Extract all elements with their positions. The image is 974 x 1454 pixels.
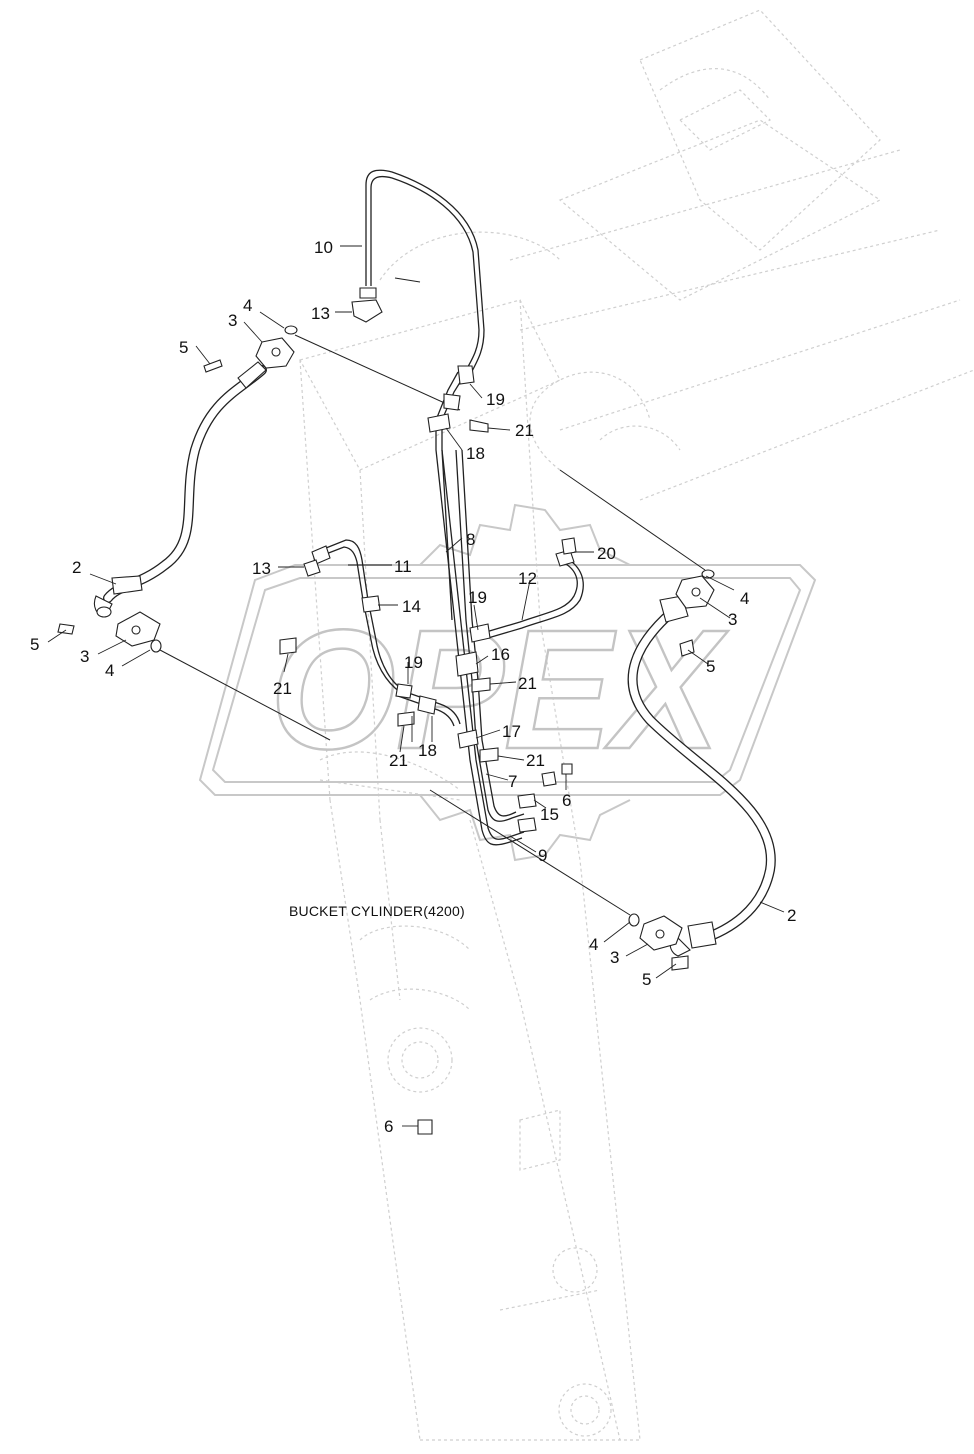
o-ring (628, 913, 640, 927)
callout-4: 4 (740, 589, 749, 608)
callout-13: 13 (311, 304, 330, 323)
callout-6: 6 (562, 791, 571, 810)
plug (417, 1119, 433, 1135)
o-ring (150, 639, 162, 653)
callout-5: 5 (706, 657, 715, 676)
callout-4: 4 (243, 296, 252, 315)
plug (561, 763, 573, 775)
callout-18: 18 (418, 741, 437, 760)
callout-3: 3 (228, 311, 237, 330)
connector-lines (159, 277, 706, 916)
hose-right (627, 595, 776, 957)
callout-8: 8 (466, 530, 475, 549)
callout-19: 19 (404, 653, 423, 672)
callout-13: 13 (252, 559, 271, 578)
callout-21: 21 (526, 751, 545, 770)
lower-fittings (417, 763, 573, 1135)
elbow-fitting (351, 299, 383, 323)
clamp (417, 695, 437, 715)
bolt (671, 955, 689, 971)
callout-3: 3 (610, 948, 619, 967)
hose-left (93, 361, 267, 618)
o-ring (701, 569, 715, 579)
callout-11: 11 (394, 557, 412, 576)
fitting (561, 537, 577, 555)
callout-20: 20 (597, 544, 616, 563)
callout-12: 12 (518, 569, 537, 588)
hose-crimp-fitting (111, 575, 143, 595)
bolt (279, 637, 297, 655)
callout-leaders (47, 245, 785, 1127)
o-ring (284, 325, 298, 335)
hose-crimp-fitting (659, 595, 689, 623)
clamp (427, 413, 451, 433)
callout-2: 2 (787, 906, 796, 925)
flange-lower-right (628, 913, 689, 971)
callout-17: 17 (502, 722, 521, 741)
callout-4: 4 (589, 935, 598, 954)
bolt (57, 623, 75, 635)
pipe-11 (279, 539, 461, 727)
callout-5: 5 (179, 338, 188, 357)
callout-21: 21 (273, 679, 292, 698)
bolt (479, 747, 499, 763)
bolt (397, 711, 415, 727)
callout-5: 5 (642, 970, 651, 989)
clamp (457, 729, 479, 749)
callout-labels: 10 13 4 3 5 19 21 18 8 20 2 13 11 14 12 … (30, 238, 796, 1136)
callout-19: 19 (468, 588, 487, 607)
diagram-caption: BUCKET CYLINDER(4200) (289, 903, 465, 919)
bolt (471, 677, 491, 693)
callout-4: 4 (105, 661, 114, 680)
callout-15: 15 (540, 805, 559, 824)
fitting (541, 771, 557, 787)
callout-3: 3 (80, 647, 89, 666)
callout-21: 21 (515, 421, 534, 440)
callout-10: 10 (314, 238, 333, 257)
main-vertical-pipes (427, 365, 525, 846)
fitting (469, 623, 491, 643)
callout-18: 18 (466, 444, 485, 463)
bolt (203, 359, 223, 373)
callout-21: 21 (389, 751, 408, 770)
fitting (361, 595, 381, 613)
callout-9: 9 (538, 846, 547, 865)
pipe-10 (351, 169, 485, 376)
ghost-boom-outline (379, 9, 974, 501)
bolt (469, 419, 489, 433)
clamp (455, 651, 479, 677)
elbow-fitting (303, 559, 321, 577)
callout-3: 3 (728, 610, 737, 629)
callout-6: 6 (384, 1117, 393, 1136)
callout-2: 2 (72, 558, 81, 577)
ghost-arm-outline (299, 299, 641, 1441)
callout-16: 16 (491, 645, 510, 664)
callout-7: 7 (508, 772, 517, 791)
pipe-12 (455, 537, 584, 763)
callout-19: 19 (486, 390, 505, 409)
flange-upper-left (203, 325, 298, 373)
flange-lower-left (57, 611, 162, 653)
callout-14: 14 (402, 597, 421, 616)
callout-5: 5 (30, 635, 39, 654)
callout-21: 21 (518, 674, 537, 693)
hose-crimp-fitting (687, 921, 717, 949)
